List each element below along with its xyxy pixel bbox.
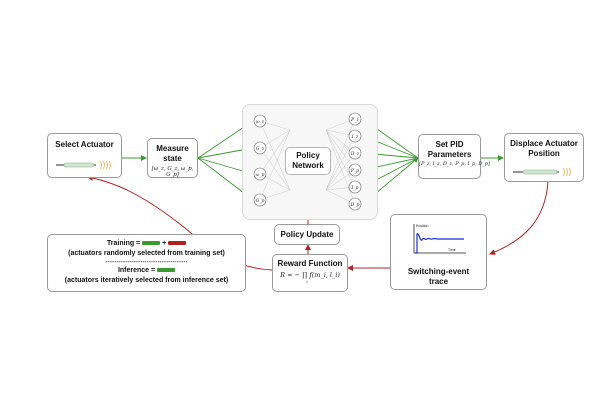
measure-state-box: Measure state [ω_z, G_z, ω_p, G_p]	[147, 138, 198, 178]
output-nodes	[348, 112, 362, 211]
arrow-displace-to-trace	[489, 181, 549, 255]
legend-training-note: (actuators randomly selected from traini…	[68, 250, 225, 257]
output-node-label: D_p	[350, 202, 360, 208]
trace-xlabel: Time	[448, 248, 456, 252]
legend-green-swatch	[142, 241, 161, 246]
input-node-label: ω_p	[256, 173, 265, 178]
reward-function-box: Reward Function R = − ∏ f(m_i, l_i) i	[272, 254, 348, 292]
reward-function-formula: R = − ∏ f(m_i, l_i)	[280, 271, 340, 279]
legend-plus: +	[162, 240, 167, 247]
actuator-icon	[56, 160, 111, 170]
switching-trace-box: Position Time Switching-event trace	[390, 214, 487, 290]
set-pid-title: Set PID Parameters	[427, 140, 472, 159]
input-node-label: ω_z	[256, 120, 265, 125]
actuator-displaced-icon	[513, 167, 571, 177]
policy-network-title: Policy Network	[292, 151, 324, 170]
set-pid-formula: [P_z, I_z, D_z, P_p, I_p, D_p]	[419, 161, 490, 167]
output-node-label: P_p	[350, 168, 359, 174]
select-actuator-box: Select Actuator	[47, 133, 122, 178]
output-node-label: I_p	[351, 185, 359, 191]
reward-function-title: Reward Function	[277, 259, 343, 268]
trace-plot: Position Time	[413, 224, 466, 254]
trace-ylabel: Position	[416, 224, 429, 228]
displace-actuator-title: Displace Actuator Position	[510, 139, 578, 158]
trace-curve	[415, 233, 464, 254]
input-node-label: G_p	[256, 198, 265, 204]
set-pid-box: Set PID Parameters [P_z, I_z, D_z, P_p, …	[418, 134, 490, 179]
input-nodes	[253, 114, 267, 207]
select-actuator-title: Select Actuator	[55, 140, 114, 149]
legend-training-label: Training =	[106, 240, 141, 247]
legend-box: Training = + (actuators randomly selecte…	[47, 234, 246, 292]
policy-update-title: Policy Update	[280, 230, 334, 239]
measure-state-title: Measure state	[156, 144, 189, 163]
legend-red-swatch	[168, 241, 187, 246]
output-node-label: P_z	[350, 117, 359, 123]
legend-divider: ----------------------------------------…	[105, 259, 188, 265]
switching-trace-title: Switching-event trace	[407, 267, 470, 286]
legend-training-row: Training = +	[48, 239, 245, 249]
measure-state-formula: [ω_z, G_z, ω_p, G_p]	[151, 166, 194, 178]
policy-network-box: Policy Network	[285, 147, 331, 175]
legend-inference-label: Inference =	[117, 267, 156, 274]
legend-inference-row: Inference =	[48, 266, 245, 276]
legend-inference-note: (actuators iteratively selected from inf…	[64, 277, 229, 284]
reward-function-index: i	[306, 279, 308, 284]
input-node-label: G_z	[256, 146, 265, 152]
displace-actuator-box: Displace Actuator Position	[504, 133, 584, 182]
legend-inference-swatch	[157, 268, 176, 273]
policy-update-box: Policy Update	[274, 224, 340, 245]
output-node-label: I_z	[351, 134, 359, 140]
output-node-label: D_z	[350, 151, 360, 157]
